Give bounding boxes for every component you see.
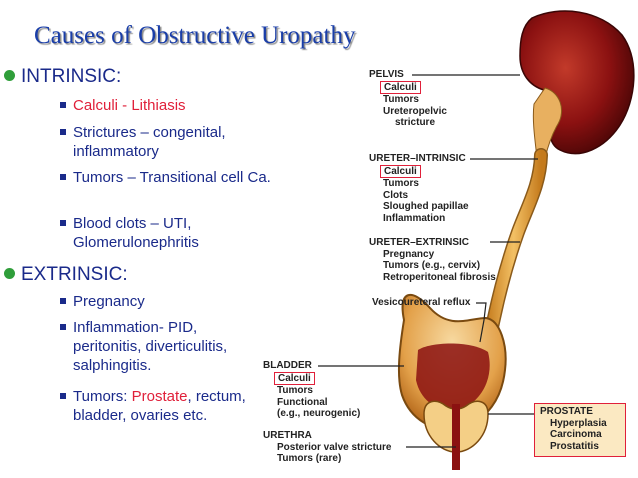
kidney-shape xyxy=(519,10,635,155)
calculi-box: Calculi xyxy=(380,80,421,94)
calculi-box: Calculi xyxy=(274,371,315,385)
list-item: Strictures – congenital, inflammatory xyxy=(60,123,290,161)
ureter-extrinsic-label: URETER–EXTRINSIC Pregnancy Tumors (e.g.,… xyxy=(369,237,496,283)
bullet-dot xyxy=(4,70,15,81)
list-item: Tumors – Transitional cell Ca. xyxy=(60,168,290,187)
list-item: Inflammation- PID, peritonitis, divertic… xyxy=(60,318,290,375)
list-item: Calculi - Lithiasis xyxy=(60,96,290,115)
bullet-square xyxy=(60,102,66,108)
intrinsic-heading: INTRINSIC: xyxy=(4,66,121,88)
ureter-intrinsic-label: URETER–INTRINSIC Calculi Tumors Clots Sl… xyxy=(369,153,469,224)
vesicoureteral-reflux-label: Vesicoureteral reflux xyxy=(372,297,471,308)
list-item: Blood clots – UTI, Glomerulonephritis xyxy=(60,214,290,252)
urethra-label: URETHRA Posterior valve stricture Tumors… xyxy=(263,430,392,464)
calculi-box: Calculi xyxy=(380,164,421,178)
bullet-square xyxy=(60,324,66,330)
bullet-square xyxy=(60,220,66,226)
bullet-square xyxy=(60,129,66,135)
bullet-dot xyxy=(4,268,15,279)
bullet-square xyxy=(60,393,66,399)
prostate-label-box: PROSTATE Hyperplasia Carcinoma Prostatit… xyxy=(534,403,626,457)
bladder-label: BLADDER Calculi Tumors Functional (e.g.,… xyxy=(263,360,361,419)
bullet-square xyxy=(60,298,66,304)
extrinsic-heading: EXTRINSIC: xyxy=(4,264,128,286)
renal-pelvis-shape xyxy=(532,87,562,159)
page-title: Causes of Obstructive Uropathy xyxy=(34,22,356,49)
pelvis-label: PELVIS Calculi Tumors Ureteropelvic stri… xyxy=(369,69,447,128)
list-item: Tumors: Prostate, rectum, bladder, ovari… xyxy=(60,387,290,425)
urethra-shape xyxy=(452,404,460,470)
list-item: Pregnancy xyxy=(60,292,290,311)
bullet-square xyxy=(60,174,66,180)
